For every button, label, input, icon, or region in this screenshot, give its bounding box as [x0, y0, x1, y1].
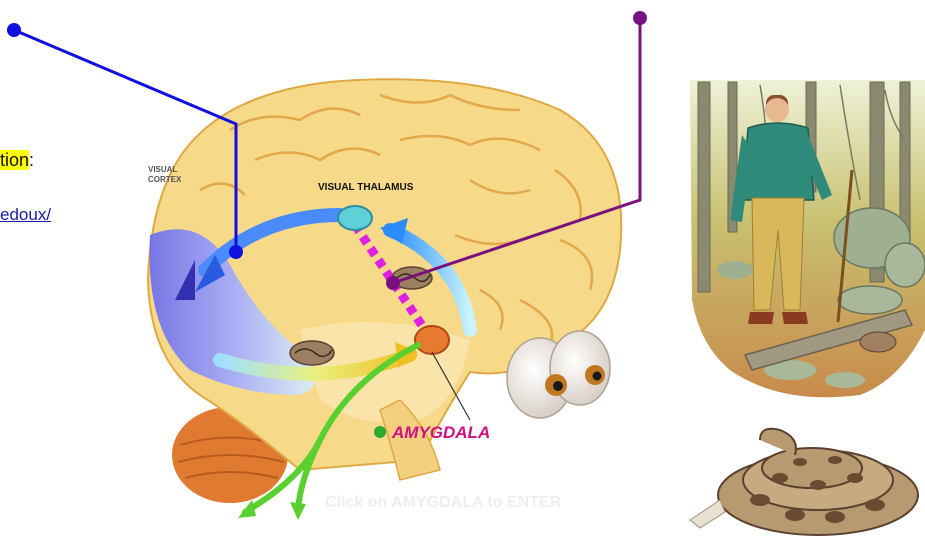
blue-pointer-end-dot[interactable]: [229, 245, 243, 259]
enter-hint-text: Click on AMYGDALA to ENTER: [325, 494, 562, 511]
amygdala-label[interactable]: AMYGDALA: [391, 423, 490, 442]
hiker-forest-scene: [690, 80, 925, 397]
visual-thalamus-node[interactable]: [338, 206, 372, 230]
amygdala-bullet-icon: [374, 426, 386, 438]
blue-pointer-start-dot[interactable]: [7, 23, 21, 37]
snake-mini-cortex: [290, 341, 334, 365]
visual-cortex-label-line2: CORTEX: [148, 175, 182, 184]
purple-pointer-end-dot[interactable]: [386, 276, 400, 290]
eyes-illustration: [507, 331, 610, 418]
purple-pointer-start-dot[interactable]: [633, 11, 647, 25]
rattlesnake-illustration: [690, 429, 918, 535]
amygdala-node[interactable]: [415, 326, 449, 354]
visual-thalamus-label: VISUAL THALAMUS: [318, 182, 414, 193]
visual-cortex-label-line1: VISUAL: [148, 165, 177, 174]
